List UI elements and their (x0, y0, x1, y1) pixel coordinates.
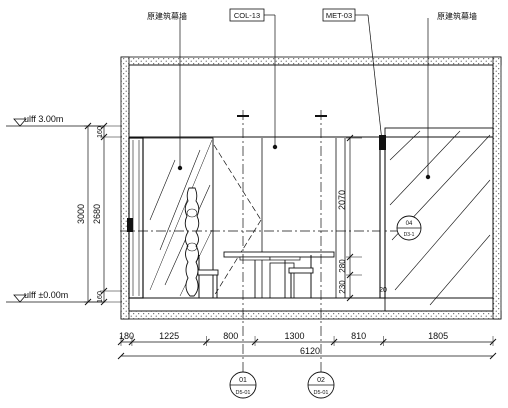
level-top-label: ulff 3.00m (24, 114, 63, 124)
level-bottom-label: ulff ±0.00m (24, 290, 68, 300)
tag-col: COL-13 (234, 11, 260, 20)
center-lines (120, 110, 420, 372)
dim-bottom-small: 160 (97, 291, 104, 303)
leader-curtain-right: 原建筑幕墙 (425, 11, 477, 180)
dim-upper: 2070 (337, 190, 347, 210)
chair-left (197, 255, 219, 298)
label-curtain-wall-right: 原建筑幕墙 (437, 11, 477, 21)
dim-total-tick (489, 352, 497, 360)
dim-total-width: 6120 (300, 346, 320, 356)
dim-segment-label: 1300 (285, 331, 305, 341)
leader-met: MET-03 (322, 8, 385, 144)
dim-vertical-inner: 2070 280 230 20 (337, 134, 387, 302)
leader-curtain-left: 原建筑幕墙 (147, 11, 187, 171)
dim-vertical-left: 3000 2680 160 160 (76, 122, 122, 306)
dim-segment-label: 180 (119, 331, 134, 341)
sculpture (184, 187, 200, 297)
dim-total-height: 3000 (76, 204, 86, 224)
detail-marker: 04 D3-1 (396, 215, 422, 241)
dim-segment-label: 800 (223, 331, 238, 341)
section-marker-sheet: D5-01 (236, 390, 251, 396)
dim-top-small: 160 (97, 126, 104, 138)
detail-marker-bottom: D3-1 (404, 232, 415, 238)
dim-mid: 280 (338, 259, 347, 273)
dim-total-tick (117, 352, 125, 360)
label-curtain-wall-left: 原建筑幕墙 (147, 11, 187, 21)
dim-segment-label: 810 (351, 331, 366, 341)
right-curtain-wall (384, 127, 494, 312)
detail-marker-top: 04 (406, 221, 413, 227)
section-marker-sheet: D5-01 (314, 390, 329, 396)
leader-col: COL-13 (229, 8, 278, 150)
dim-segment-label: 1805 (428, 331, 448, 341)
dim-lower: 230 (338, 280, 347, 294)
section-marker-number: 01 (239, 377, 247, 384)
dim-segment-label: 1225 (159, 331, 179, 341)
chair-right (288, 255, 314, 298)
left-curtain-wall (127, 137, 214, 299)
dim-inner-height: 2680 (92, 204, 102, 224)
dim-tiny: 20 (379, 287, 387, 294)
dining-table (223, 251, 335, 299)
section-marker-number: 02 (317, 377, 325, 384)
dim-horizontal: 180 1225 800 1300 810 1805 6120 (117, 331, 497, 360)
tag-met: MET-03 (326, 11, 352, 20)
